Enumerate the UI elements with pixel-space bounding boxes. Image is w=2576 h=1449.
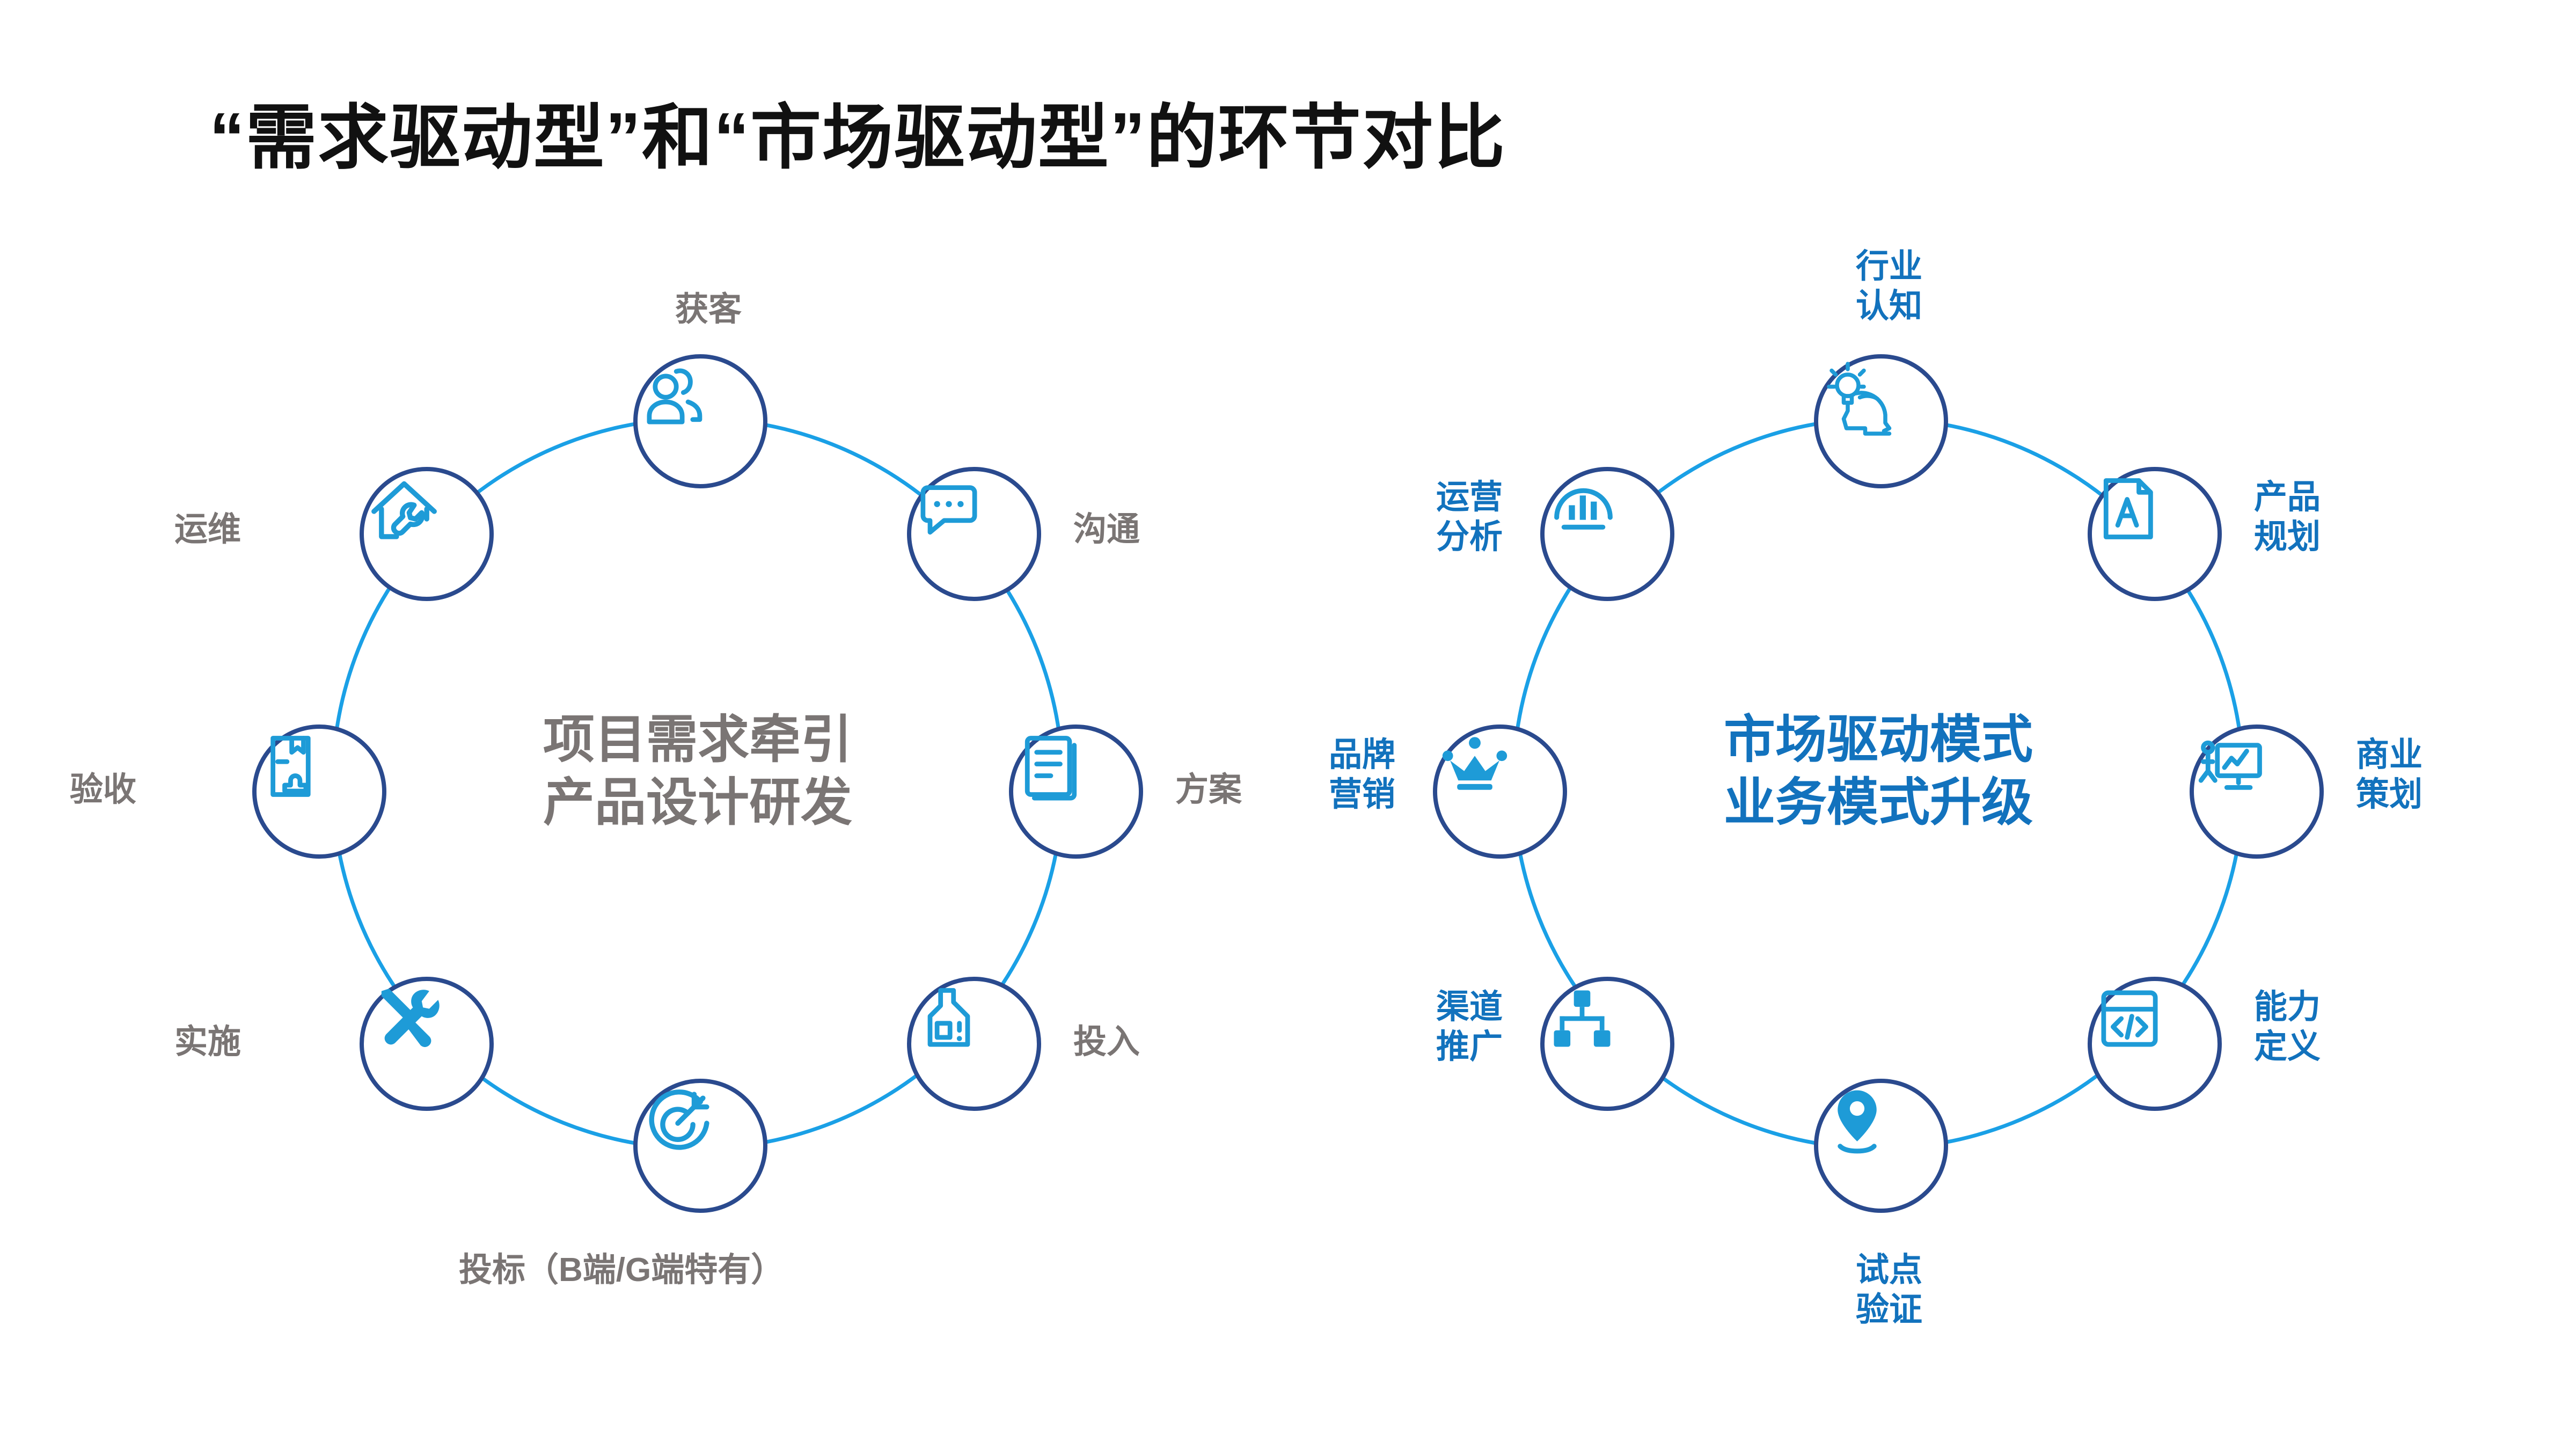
node-circle-商业策划[interactable] (2190, 724, 2324, 859)
node-circle-品牌营销[interactable] (1433, 724, 1567, 859)
node-label-实施: 实施 (174, 1023, 241, 1060)
node-label-试点验证: 试点 验证 (1855, 1252, 1922, 1329)
node-label-商业策划: 商业 策划 (2356, 736, 2423, 814)
node-circle-获客[interactable] (633, 354, 767, 488)
node-label-投入: 投入 (1073, 1023, 1140, 1060)
node-label-方案: 方案 (1175, 771, 1242, 808)
node-label-能力定义: 能力 定义 (2254, 989, 2321, 1066)
node-label-品牌营销: 品牌 营销 (1328, 736, 1395, 814)
node-circle-产品规划[interactable] (2088, 467, 2222, 601)
node-circle-行业认知[interactable] (1814, 354, 1948, 488)
right-center-line1: 市场驱动模式 (1724, 711, 2033, 769)
node-circle-方案[interactable] (1009, 724, 1143, 859)
node-circle-能力定义[interactable] (2088, 977, 2222, 1111)
demand-driven-wheel: 项目需求牵引 产品设计研发 获客 (70, 291, 1242, 1289)
node-circle-实施[interactable] (360, 977, 494, 1111)
market-driven-wheel: 市场驱动模式 业务模式升级 行业 认知 (1329, 248, 2423, 1328)
node-circle-渠道推广[interactable] (1540, 977, 1674, 1111)
right-wheel-center-label: 市场驱动模式 业务模式升级 (1556, 708, 2200, 834)
node-circle-验收[interactable] (252, 724, 386, 859)
node-label-投标: 投标（B端/G端特有） (459, 1252, 785, 1289)
node-circle-投标[interactable] (633, 1079, 767, 1213)
node-label-运维: 运维 (174, 511, 241, 548)
node-label-产品规划: 产品 规划 (2254, 479, 2321, 556)
right-center-line2: 业务模式升级 (1724, 774, 2033, 832)
node-circle-沟通[interactable] (907, 467, 1041, 601)
left-center-line1: 项目需求牵引 (543, 711, 852, 769)
node-label-验收: 验收 (70, 771, 137, 808)
node-label-行业认知: 行业 认知 (1855, 248, 1922, 325)
page-title: “需求驱动型”和“市场驱动型”的环节对比 (209, 98, 1506, 177)
node-label-获客: 获客 (675, 291, 742, 328)
node-circle-投入[interactable] (907, 977, 1041, 1111)
left-center-line2: 产品设计研发 (543, 774, 852, 832)
node-circle-试点验证[interactable] (1814, 1079, 1948, 1213)
node-circle-运维[interactable] (360, 467, 494, 601)
left-wheel-center-label: 项目需求牵引 产品设计研发 (376, 708, 1020, 834)
node-label-渠道推广: 渠道 推广 (1436, 989, 1503, 1066)
node-label-运营分析: 运营 分析 (1436, 479, 1503, 556)
node-label-沟通: 沟通 (1073, 511, 1140, 548)
node-circle-运营分析[interactable] (1540, 467, 1674, 601)
